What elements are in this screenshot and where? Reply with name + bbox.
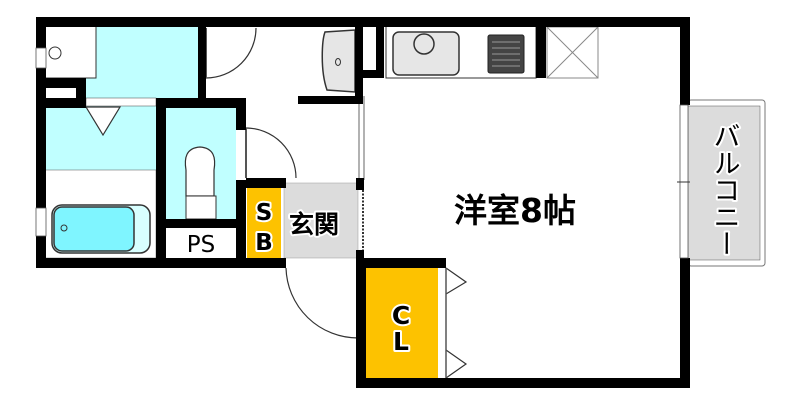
shelf: [44, 88, 74, 98]
closet-label-l: L: [393, 327, 409, 356]
closet-door-upper: [445, 267, 468, 295]
balcony-floor: [687, 105, 761, 261]
closet-door-lower: [445, 349, 468, 379]
shoe-box: [247, 188, 281, 258]
main-room-label: 洋室8帖: [454, 191, 576, 230]
door-swing-entrance: [285, 267, 359, 339]
toilet-tank: [185, 195, 217, 220]
shoe-box-label-s: S: [256, 200, 273, 226]
stove-grates: [492, 41, 520, 67]
walls: [36, 17, 690, 388]
washbasin-icon: [321, 29, 356, 93]
bathtub-basin: [53, 206, 135, 252]
entrance-label: 玄関: [289, 210, 339, 239]
bathtub-drain: [60, 224, 68, 232]
window-washroom: [35, 47, 47, 69]
entrance-floor: [283, 182, 359, 259]
washroom-threshold: [85, 97, 157, 107]
closet-label-c: C: [392, 301, 410, 330]
drain-icon: [48, 46, 62, 60]
sink-drain: [413, 33, 435, 55]
pipe-space: [166, 228, 236, 258]
toilet-icon: [184, 146, 216, 197]
door-swing-toilet: [245, 127, 297, 179]
pipe-space-label: PS: [187, 232, 215, 258]
balcony-label: バルコニー: [709, 122, 740, 257]
shoe-box-label-b: B: [255, 230, 273, 256]
window-bathroom: [35, 207, 47, 237]
washroom-floor: [86, 26, 198, 98]
vanity-triangle-icon: [84, 106, 122, 137]
closet: [366, 268, 438, 378]
door-swing-washroom: [205, 27, 257, 79]
